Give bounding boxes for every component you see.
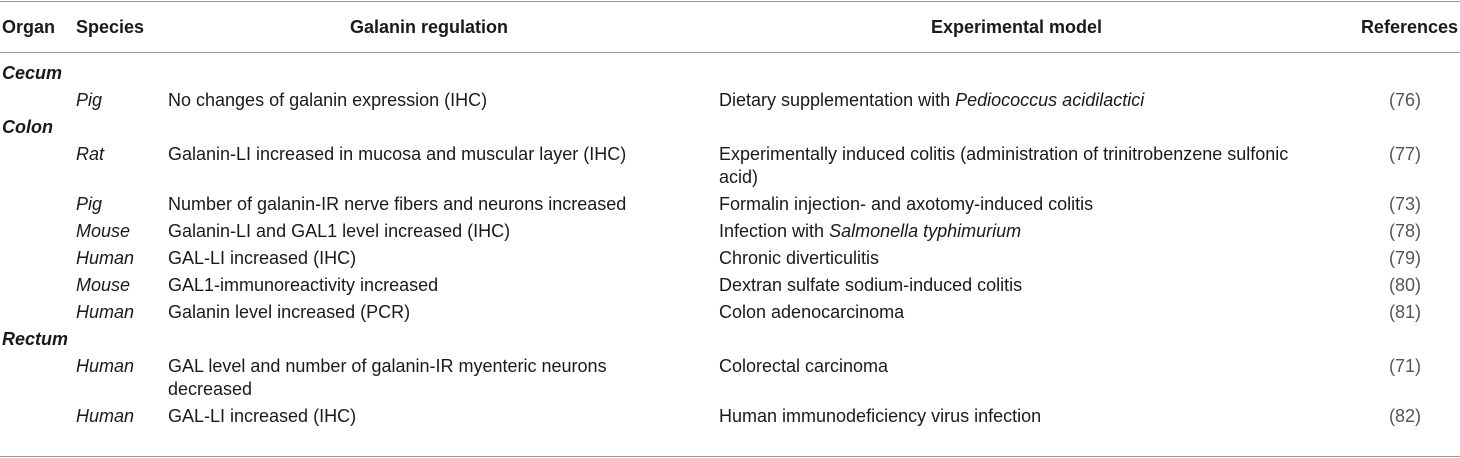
reference-cell: (81) (1388, 302, 1421, 322)
model-text: Colorectal carcinoma (719, 356, 889, 376)
species-cell: Pig (76, 90, 103, 110)
regulation-cell: Galanin-LI increased in mucosa and muscu… (168, 144, 627, 164)
regulation-cell: GAL-LI increased (IHC) (168, 406, 357, 426)
italic-organism-name: Pediococcus acidilactici (955, 90, 1145, 110)
organ-group-label: Cecum (2, 63, 63, 83)
experimental-model-cell: Dietary supplementation with Pediococcus… (719, 89, 1144, 112)
organ-group-label: Rectum (2, 329, 69, 349)
experimental-model-cell: Formalin injection- and axotomy-induced … (719, 193, 1093, 216)
model-text: Formalin injection- and axotomy-induced … (719, 194, 1094, 214)
header-rule (0, 52, 1460, 53)
reference-cell: (77) (1388, 144, 1421, 164)
species-cell: Human (76, 356, 135, 376)
reference-cell: (78) (1388, 221, 1421, 241)
experimental-model-cell: Colon adenocarcinoma (719, 301, 904, 324)
species-cell: Human (76, 406, 135, 426)
model-text: Dietary supplementation with (719, 90, 956, 110)
species-cell: Human (76, 302, 135, 322)
reference-cell: (73) (1388, 194, 1421, 214)
header-galanin-regulation: Galanin regulation (350, 17, 509, 37)
italic-organism-name: Salmonella typhimurium (829, 221, 1022, 241)
regulation-cell: No changes of galanin expression (IHC) (168, 90, 488, 110)
regulation-cell: Number of galanin-IR nerve fibers and ne… (168, 194, 627, 214)
reference-cell: (82) (1388, 406, 1421, 426)
experimental-model-cell: Chronic diverticulitis (719, 247, 879, 270)
header-experimental-model: Experimental model (931, 17, 1103, 37)
species-cell: Rat (76, 144, 105, 164)
table-bottom-rule (0, 456, 1460, 457)
species-cell: Mouse (76, 275, 131, 295)
regulation-cell: GAL1-immunoreactivity increased (168, 275, 439, 295)
experimental-model-cell: acid) (719, 166, 758, 189)
experimental-model-cell: Colorectal carcinoma (719, 355, 888, 378)
experimental-model-cell: Infection with Salmonella typhimurium (719, 220, 1021, 243)
regulation-cell: Galanin-LI and GAL1 level increased (IHC… (168, 221, 511, 241)
experimental-model-cell: Dextran sulfate sodium-induced colitis (719, 274, 1022, 297)
header-species: Species (76, 17, 145, 37)
model-text: Chronic diverticulitis (719, 248, 880, 268)
header-organ: Organ (2, 17, 56, 37)
model-text: Infection with (719, 221, 830, 241)
regulation-cell: GAL-LI increased (IHC) (168, 248, 357, 268)
reference-cell: (79) (1388, 248, 1421, 268)
model-text: Colon adenocarcinoma (719, 302, 905, 322)
model-text: Dextran sulfate sodium-induced colitis (719, 275, 1023, 295)
model-text: acid) (719, 167, 759, 187)
reference-cell: (76) (1388, 90, 1421, 110)
species-cell: Human (76, 248, 135, 268)
regulation-cell: decreased (168, 379, 253, 399)
reference-cell: (80) (1388, 275, 1421, 295)
reference-cell: (71) (1388, 356, 1421, 376)
model-text: Experimentally induced colitis (administ… (719, 144, 1289, 164)
species-cell: Pig (76, 194, 103, 214)
regulation-cell: GAL level and number of galanin-IR myent… (168, 356, 607, 376)
species-cell: Mouse (76, 221, 131, 241)
header-references: References (1360, 17, 1458, 37)
organ-group-label: Colon (2, 117, 53, 137)
table-top-rule (0, 1, 1460, 2)
model-text: Human immunodeficiency virus infection (719, 406, 1042, 426)
experimental-model-cell: Human immunodeficiency virus infection (719, 405, 1041, 428)
experimental-model-cell: Experimentally induced colitis (administ… (719, 143, 1288, 166)
regulation-cell: Galanin level increased (PCR) (168, 302, 411, 322)
